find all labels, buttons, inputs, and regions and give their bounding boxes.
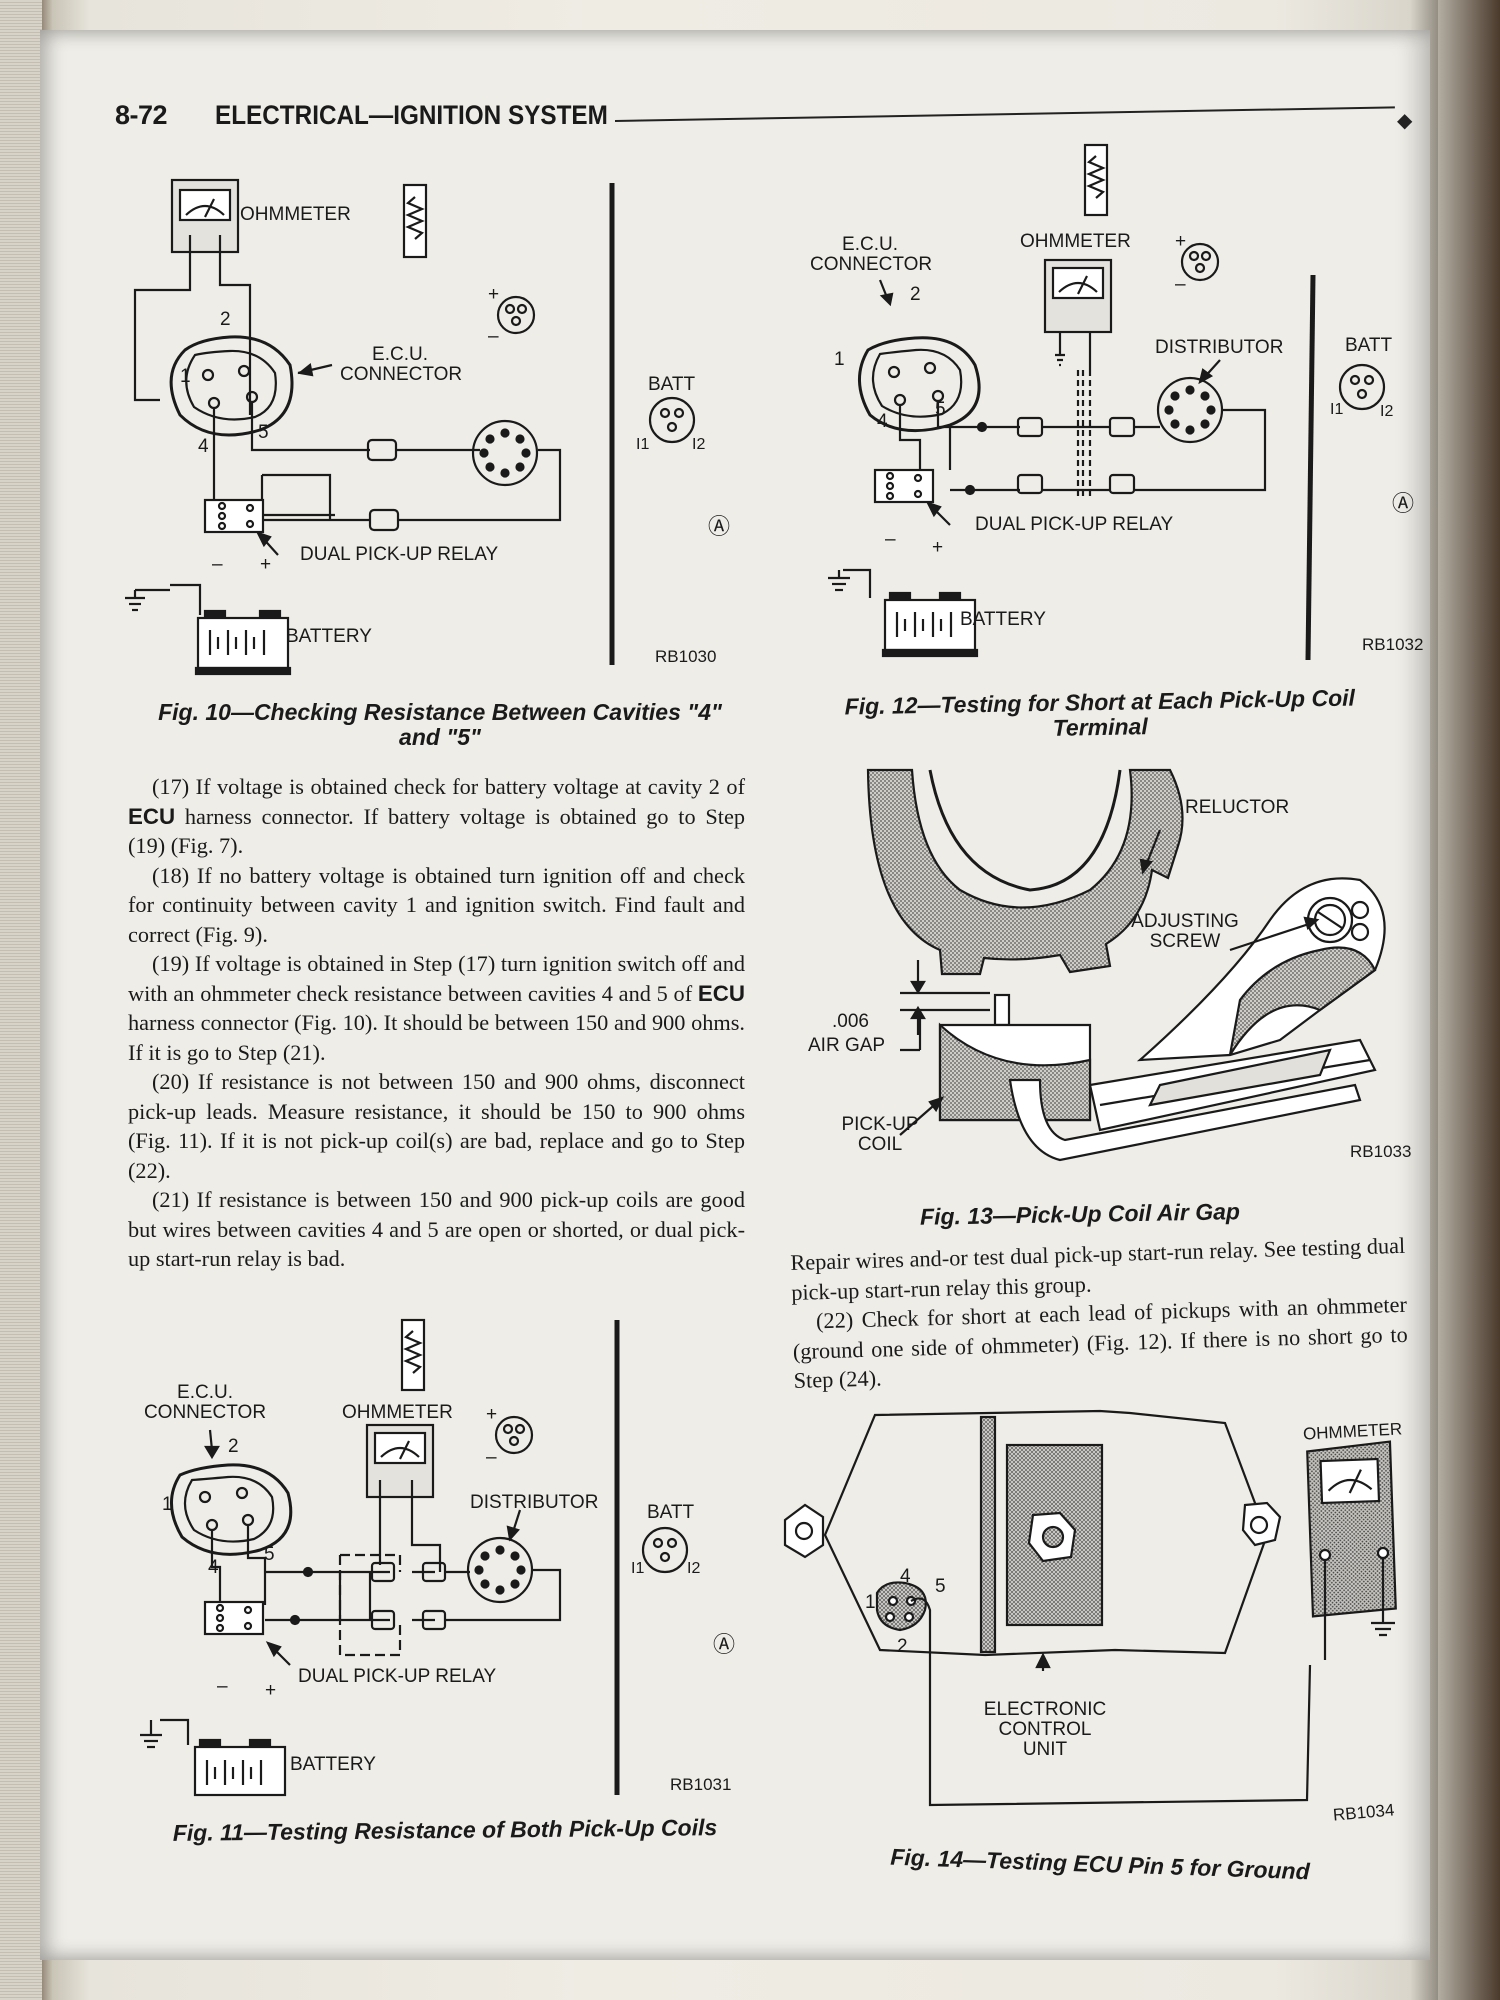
fig13-pickup-coil-label: PICK-UP COIL [841, 1114, 919, 1155]
figure-13: RELUCTOR ADJUSTING SCREW .006 AIR GAP PI… [800, 760, 1411, 1180]
fig14-ecu-label: ELECTRONIC CONTROL UNIT [983, 1699, 1107, 1760]
fig11-cavity-5: 5 [264, 1544, 275, 1565]
figure-11: E.C.U. CONNECTOR 2 OHMMETER + – DISTRIBU… [140, 1315, 760, 1797]
left-column-text: (17) If voltage is obtained check for ba… [128, 772, 745, 1274]
fig10-battery-label: BATTERY [286, 626, 372, 647]
fig10-ohmmeter-label: OHMMETER [240, 204, 351, 225]
figure-12-diagram [828, 143, 1386, 661]
fig11-batt-i2: I2 [687, 1560, 701, 1577]
fig14-pin-2: 2 [897, 1636, 908, 1657]
fig10-cavity-5: 5 [258, 422, 269, 443]
fig11-cavity-2: 2 [228, 1436, 239, 1457]
page-header: 8-72 ELECTRICAL—IGNITION SYSTEM ◆ [115, 100, 1412, 140]
fig11-circle-a: Ⓐ [713, 1632, 736, 1657]
fig12-ohmmeter-label: OHMMETER [1020, 231, 1131, 252]
fig11-battery-label: BATTERY [290, 1754, 376, 1775]
step-17: (17) If voltage is obtained check for ba… [128, 774, 745, 858]
fig10-plus-sign: + [488, 284, 500, 305]
fig11-cavity-1: 1 [162, 1494, 173, 1515]
figure-10: OHMMETER 2 E.C.U. CONNECTOR 1 5 4 + – DU… [125, 175, 750, 685]
fig10-circle-a: Ⓐ [708, 514, 731, 539]
fig11-ohmmeter-label: OHMMETER [342, 1402, 453, 1423]
fig12-ecu-connector-label: E.C.U. CONNECTOR [810, 234, 933, 275]
fig12-batt-i2: I2 [1380, 403, 1394, 420]
fig10-batt-i1: I1 [636, 436, 650, 453]
fig10-ecu-connector-label: E.C.U. CONNECTOR [340, 344, 463, 385]
figure-11-diagram [140, 1318, 689, 1797]
fig10-cavity-2: 2 [220, 309, 231, 330]
fig12-distributor-label: DISTRIBUTOR [1155, 337, 1284, 358]
fig12-cavity-4: 4 [877, 411, 888, 432]
step-20: (20) If resistance is not between 150 an… [128, 1069, 745, 1183]
fig12-batt-i1: I1 [1330, 401, 1344, 418]
fig12-relay-minus: – [885, 529, 896, 550]
fig12-circle-a: Ⓐ [1392, 491, 1415, 516]
fig10-ref-code: RB1030 [655, 647, 717, 666]
fig12-ref-code: RB1032 [1362, 635, 1424, 654]
step-21: (21) If resistance is between 150 and 90… [128, 1187, 745, 1271]
book-right-edge [1438, 0, 1500, 2000]
fig10-cavity-1: 1 [180, 366, 191, 387]
figure-12: E.C.U. CONNECTOR 2 OHMMETER + – DISTRIBU… [810, 140, 1424, 661]
step-19: (19) If voltage is obtained in Step (17)… [128, 951, 745, 1065]
fig12-cavity-1: 1 [834, 349, 845, 370]
fig13-air-gap-label: AIR GAP [808, 1035, 886, 1056]
fig11-ref-code: RB1031 [670, 1775, 732, 1794]
header-rule [614, 106, 1395, 122]
header-diamond-icon: ◆ [1397, 110, 1413, 132]
page-number: 8-72 [115, 100, 168, 130]
fig10-caption: Fig. 10—Checking Resistance Between Cavi… [158, 699, 722, 751]
fig11-relay-label: DUAL PICK-UP RELAY [298, 1666, 497, 1687]
fig12-minus-sign: – [1175, 274, 1186, 295]
fig11-relay-minus: – [217, 1676, 228, 1697]
figure-13-diagram [866, 768, 1386, 1162]
fig10-minus-sign: – [488, 326, 499, 347]
fig11-relay-plus: + [265, 1680, 277, 1701]
fig10-batt-i2: I2 [692, 436, 706, 453]
fig12-cavity-2: 2 [910, 284, 921, 305]
right-column-text: Repair wires and-or test dual pick-up st… [790, 1231, 1409, 1396]
figure-10-diagram [125, 178, 696, 676]
fig13-adjusting-screw-label: ADJUSTING SCREW [1131, 911, 1239, 952]
fig11-ecu-connector-label: E.C.U. CONNECTOR [143, 1382, 267, 1423]
fig12-caption: Fig. 12—Testing for Short at Each Pick-U… [844, 684, 1356, 742]
step-18: (18) If no battery voltage is obtained t… [128, 862, 745, 947]
figure-14: OHMMETER 4 5 1 2 ELECTRONIC CONTROL UNIT… [783, 1405, 1405, 1835]
fig12-relay-label: DUAL PICK-UP RELAY [975, 514, 1174, 535]
fig11-batt-label: BATT [647, 1502, 695, 1523]
fig12-cavity-5: 5 [935, 399, 946, 420]
fig12-battery-label: BATTERY [960, 609, 1046, 630]
page-title: ELECTRICAL—IGNITION SYSTEM [215, 100, 608, 130]
fig10-relay-plus: + [260, 554, 272, 575]
step-22: (22) Check for short at each lead of pic… [792, 1291, 1408, 1393]
fig14-pin-1: 1 [865, 1592, 876, 1613]
book-page-edges [0, 0, 42, 2000]
fig14-pin-5: 5 [935, 1576, 946, 1597]
fig12-plus-sign: + [1175, 231, 1187, 252]
fig11-minus-sign: – [486, 1447, 497, 1468]
fig11-cavity-4: 4 [208, 1557, 219, 1578]
fig13-reluctor-label: RELUCTOR [1185, 797, 1290, 818]
fig11-batt-i1: I1 [631, 1560, 645, 1577]
fig10-cavity-4: 4 [198, 436, 209, 457]
fig12-batt-label: BATT [1345, 335, 1393, 356]
figure-14-diagram [783, 1409, 1397, 1807]
fig10-batt-label: BATT [648, 374, 696, 395]
fig13-gap-value: .006 [832, 1011, 869, 1032]
fig11-distributor-label: DISTRIBUTOR [470, 1492, 599, 1513]
fig14-pin-4: 4 [900, 1566, 911, 1587]
fig10-relay-minus: – [212, 554, 223, 575]
fig10-relay-label: DUAL PICK-UP RELAY [300, 544, 499, 565]
fig12-relay-plus: + [932, 537, 944, 558]
fig11-plus-sign: + [486, 1404, 498, 1425]
fig13-ref-code: RB1033 [1350, 1142, 1412, 1161]
